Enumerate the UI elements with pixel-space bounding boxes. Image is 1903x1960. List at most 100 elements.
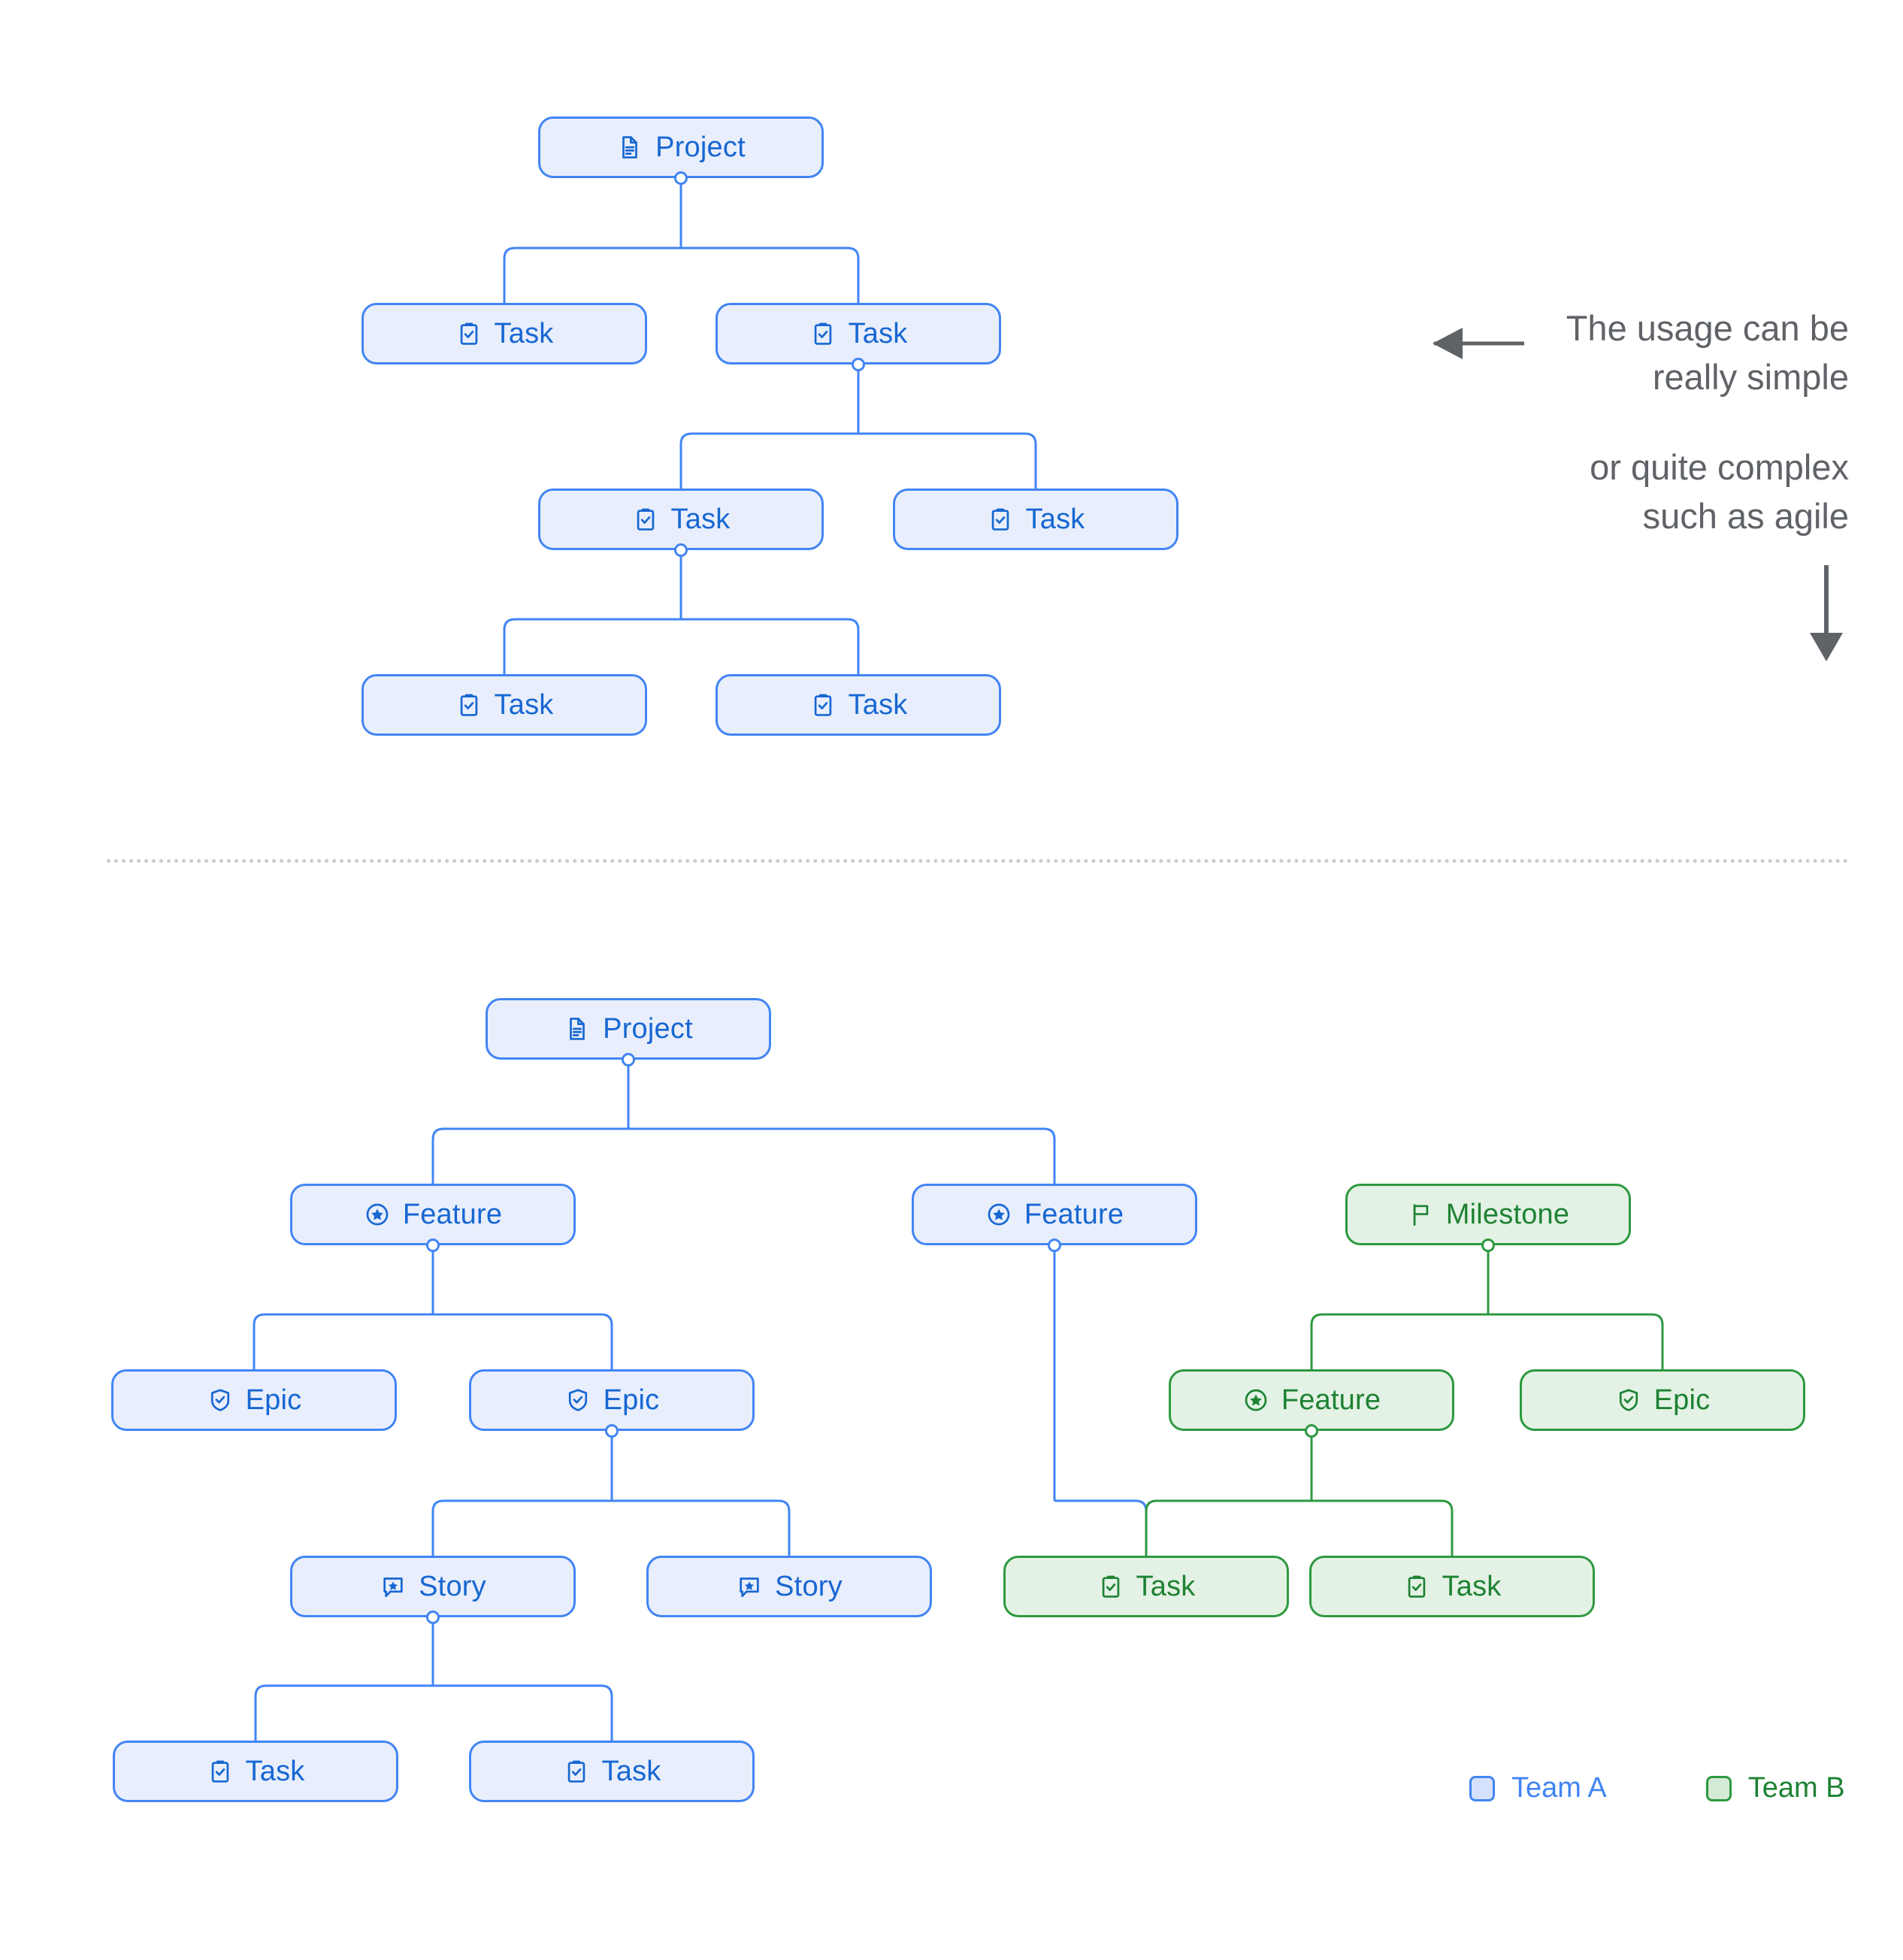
node-label: Task	[494, 318, 554, 349]
task-clipboard-icon	[809, 320, 837, 347]
node-label: Task	[1442, 1571, 1502, 1602]
node-project[interactable]: Project	[538, 116, 824, 178]
annotation-line-3: or quite complex	[1590, 447, 1849, 487]
task-clipboard-icon	[809, 691, 837, 718]
task-clipboard-icon	[455, 320, 483, 347]
story-bubble-icon	[736, 1573, 763, 1600]
node-label: Task	[670, 504, 731, 535]
task-clipboard-icon	[207, 1758, 234, 1785]
node-feature[interactable]: Feature	[1169, 1369, 1454, 1431]
node-label: Task	[1136, 1571, 1196, 1602]
node-task[interactable]: Task	[716, 303, 1001, 364]
connector-port	[1481, 1239, 1495, 1252]
node-task[interactable]: Task	[1309, 1556, 1595, 1617]
legend-swatch-icon	[1705, 1775, 1732, 1801]
node-label: Epic	[603, 1384, 660, 1416]
story-bubble-icon	[380, 1573, 407, 1600]
legend-label: Team A	[1511, 1772, 1607, 1804]
node-feature[interactable]: Feature	[912, 1184, 1197, 1245]
feature-star-icon	[364, 1201, 391, 1228]
connector-line	[253, 1313, 433, 1369]
node-story[interactable]: Story	[646, 1556, 932, 1617]
epic-shield-icon	[1615, 1387, 1642, 1414]
node-label: Feature	[1024, 1199, 1124, 1230]
node-epic[interactable]: Epic	[469, 1369, 755, 1431]
epic-shield-icon	[207, 1387, 234, 1414]
legend-swatch-icon	[1469, 1775, 1495, 1801]
connector-line	[503, 618, 681, 674]
node-project[interactable]: Project	[486, 998, 771, 1060]
node-label: Task	[848, 318, 908, 349]
node-label: Task	[848, 689, 908, 721]
node-task[interactable]: Task	[538, 488, 824, 550]
node-story[interactable]: Story	[290, 1556, 576, 1617]
legend-label: Team B	[1747, 1772, 1845, 1804]
node-label: Task	[1025, 504, 1085, 535]
connector-port	[622, 1053, 635, 1066]
team-legend: Team A Team B	[1469, 1772, 1845, 1804]
node-epic[interactable]: Epic	[1520, 1369, 1805, 1431]
arrow-left-icon	[1433, 328, 1524, 359]
connector-line	[433, 1684, 613, 1741]
connector-line	[612, 1499, 791, 1556]
task-clipboard-icon	[632, 506, 659, 533]
usage-annotation-text-a: The usage can be really simple	[1203, 304, 1849, 402]
node-task[interactable]: Task	[1003, 1556, 1289, 1617]
node-label: Project	[603, 1013, 693, 1045]
node-task[interactable]: Task	[716, 674, 1001, 736]
connector-line	[431, 1127, 628, 1184]
connector-line	[1488, 1313, 1664, 1369]
connector-port	[852, 358, 865, 371]
node-label: Epic	[245, 1384, 302, 1416]
node-task[interactable]: Task	[469, 1741, 755, 1802]
document-icon	[616, 134, 643, 161]
connector-line	[1054, 1499, 1148, 1556]
connector-line	[681, 247, 860, 303]
node-label: Project	[655, 132, 746, 163]
legend-item-team-a[interactable]: Team A	[1469, 1772, 1607, 1804]
feature-star-icon	[985, 1201, 1012, 1228]
node-feature[interactable]: Feature	[290, 1184, 576, 1245]
connector-line	[681, 618, 860, 674]
node-label: Feature	[402, 1199, 503, 1230]
connector-line	[254, 1684, 433, 1741]
connector-line	[1310, 1313, 1488, 1369]
connector-port	[674, 171, 688, 185]
node-label: Task	[601, 1756, 661, 1787]
connector-line	[628, 1127, 1056, 1184]
node-label: Story	[775, 1571, 843, 1602]
node-label: Milestone	[1445, 1199, 1570, 1230]
connector-line	[433, 1313, 613, 1369]
connector-port	[1048, 1239, 1061, 1252]
feature-star-icon	[1242, 1387, 1269, 1414]
legend-item-team-b[interactable]: Team B	[1705, 1772, 1845, 1804]
annotation-line-2: really simple	[1652, 356, 1849, 397]
connector-port	[426, 1239, 440, 1252]
node-label: Epic	[1653, 1384, 1711, 1416]
node-label: Story	[419, 1571, 486, 1602]
node-task[interactable]: Task	[362, 303, 647, 364]
connector-line	[431, 1499, 612, 1556]
task-clipboard-icon	[455, 691, 483, 718]
connector-line	[679, 432, 858, 488]
task-clipboard-icon	[1403, 1573, 1430, 1600]
node-task[interactable]: Task	[362, 674, 647, 736]
node-milestone[interactable]: Milestone	[1345, 1184, 1631, 1245]
milestone-flag-icon	[1407, 1201, 1434, 1228]
connector-port	[1305, 1424, 1318, 1438]
node-label: Task	[494, 689, 554, 721]
connector-line	[503, 247, 681, 303]
connector-line	[1312, 1499, 1454, 1556]
node-task[interactable]: Task	[893, 488, 1178, 550]
node-task[interactable]: Task	[113, 1741, 398, 1802]
connector-port	[605, 1424, 619, 1438]
annotation-line-1: The usage can be	[1566, 308, 1849, 348]
connector-port	[674, 543, 688, 557]
connector-line	[1145, 1499, 1312, 1556]
node-epic[interactable]: Epic	[111, 1369, 397, 1431]
connector-line	[858, 432, 1037, 488]
document-icon	[564, 1015, 591, 1042]
